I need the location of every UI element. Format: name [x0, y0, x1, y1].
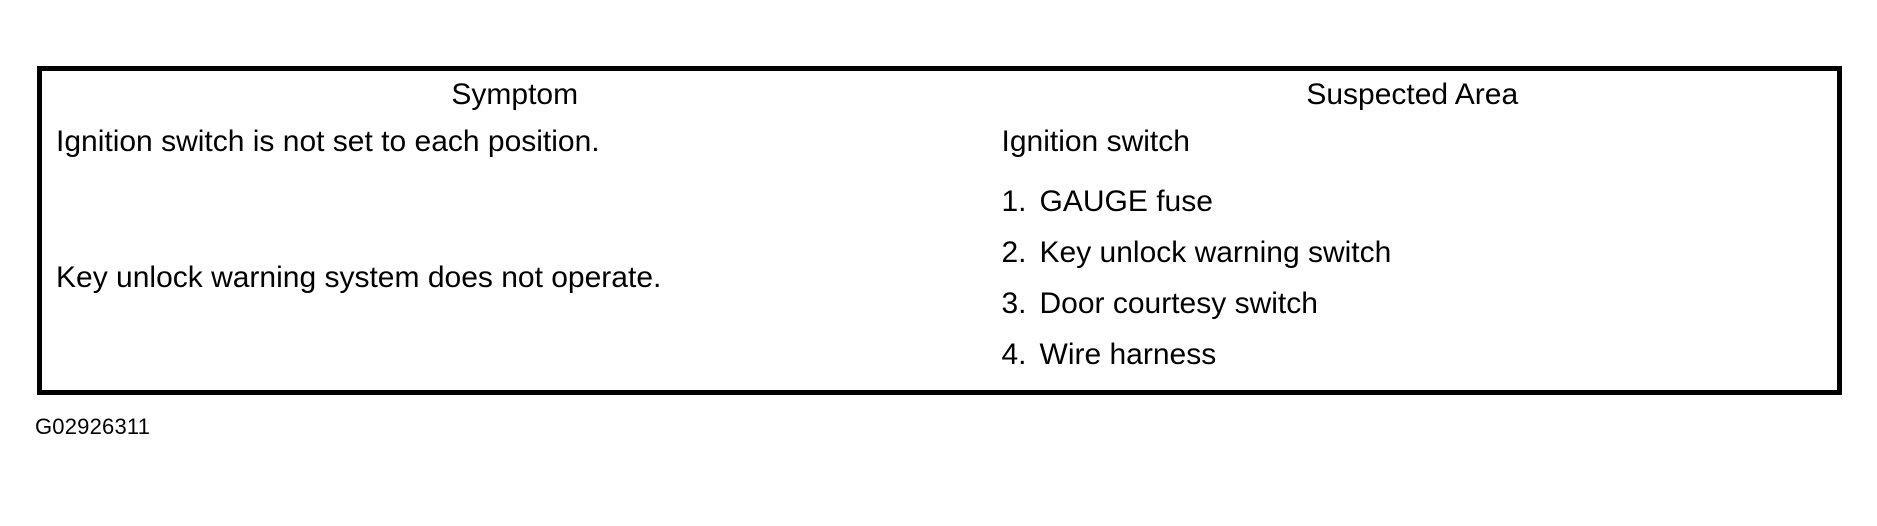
cell-symptom-2: Key unlock warning system does not opera…: [40, 165, 988, 393]
suspected-area-text-1: Ignition switch: [1001, 125, 1190, 158]
table-header-row: Symptom Suspected Area: [40, 69, 1840, 119]
list-item-label: Door courtesy switch: [1039, 286, 1318, 320]
table-header: Symptom Suspected Area: [40, 69, 1840, 119]
diagnostic-symptom-table: Symptom Suspected Area Ignition switch i…: [37, 66, 1842, 395]
column-header-symptom-label: Symptom: [451, 78, 579, 111]
symptom-text-1: Ignition switch is not set to each posit…: [56, 125, 600, 158]
cell-symptom-1: Ignition switch is not set to each posit…: [40, 118, 988, 165]
figure-caption-id: G02926311: [35, 414, 151, 439]
list-item-number: 3.: [1001, 286, 1027, 320]
suspected-area-list-2: 1. GAUGE fuse 2. Key unlock warning swit…: [988, 176, 1838, 380]
list-item-label: GAUGE fuse: [1039, 184, 1213, 218]
list-item: 3. Door courtesy switch: [1002, 278, 1838, 329]
table-row: Ignition switch is not set to each posit…: [40, 118, 1840, 165]
list-item-number: 4.: [1001, 337, 1027, 371]
list-item-number: 1.: [1001, 184, 1027, 218]
table-body: Ignition switch is not set to each posit…: [40, 118, 1840, 393]
column-header-suspected-area: Suspected Area: [988, 69, 1840, 119]
list-item: 1. GAUGE fuse: [1002, 176, 1838, 227]
list-item-label: Key unlock warning switch: [1039, 235, 1392, 269]
cell-suspected-area-1: Ignition switch: [988, 118, 1840, 165]
cell-suspected-area-2: 1. GAUGE fuse 2. Key unlock warning swit…: [988, 165, 1840, 393]
column-header-symptom: Symptom: [40, 69, 988, 119]
list-item: 4. Wire harness: [1002, 329, 1838, 380]
table-row: Key unlock warning system does not opera…: [40, 165, 1840, 393]
list-item-number: 2.: [1001, 235, 1027, 269]
symptom-text-2: Key unlock warning system does not opera…: [56, 261, 662, 294]
column-header-suspected-area-label: Suspected Area: [1306, 78, 1519, 111]
list-item-label: Wire harness: [1039, 337, 1217, 371]
list-item: 2. Key unlock warning switch: [1002, 227, 1838, 278]
